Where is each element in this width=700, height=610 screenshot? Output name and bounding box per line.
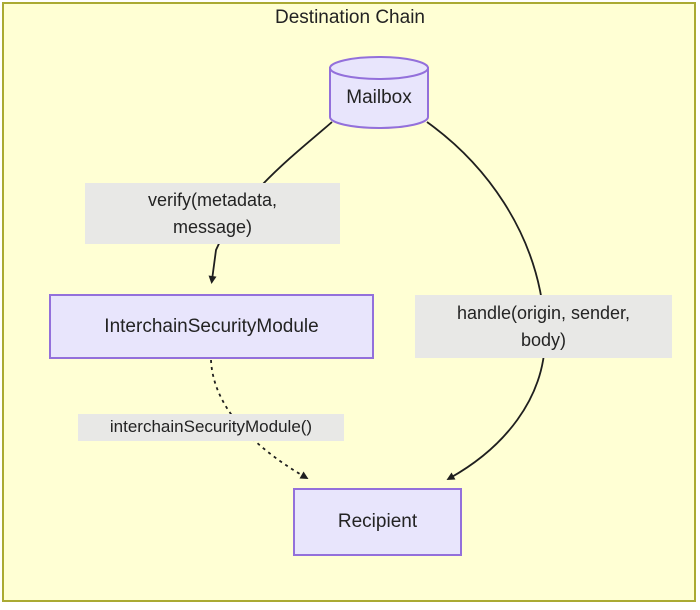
node-ism-shape[interactable] — [49, 294, 374, 359]
edge-label-handle-line2: body) — [520, 329, 567, 350]
subgraph-title: Destination Chain — [275, 7, 425, 28]
edge-label-verify: verify(metadata, message) — [85, 183, 340, 244]
edge-label-interchain-security-module: interchainSecurityModule() — [78, 414, 344, 441]
edge-label-verify-line2: message) — [172, 216, 253, 237]
node-recipient-shape[interactable] — [293, 488, 462, 556]
node-mailbox-shape[interactable] — [329, 56, 429, 129]
edge-label-handle: handle(origin, sender, body) — [415, 295, 672, 358]
edge-label-verify-line1: verify(metadata, — [147, 190, 278, 211]
edge-label-handle-line1: handle(origin, sender, — [456, 303, 631, 324]
